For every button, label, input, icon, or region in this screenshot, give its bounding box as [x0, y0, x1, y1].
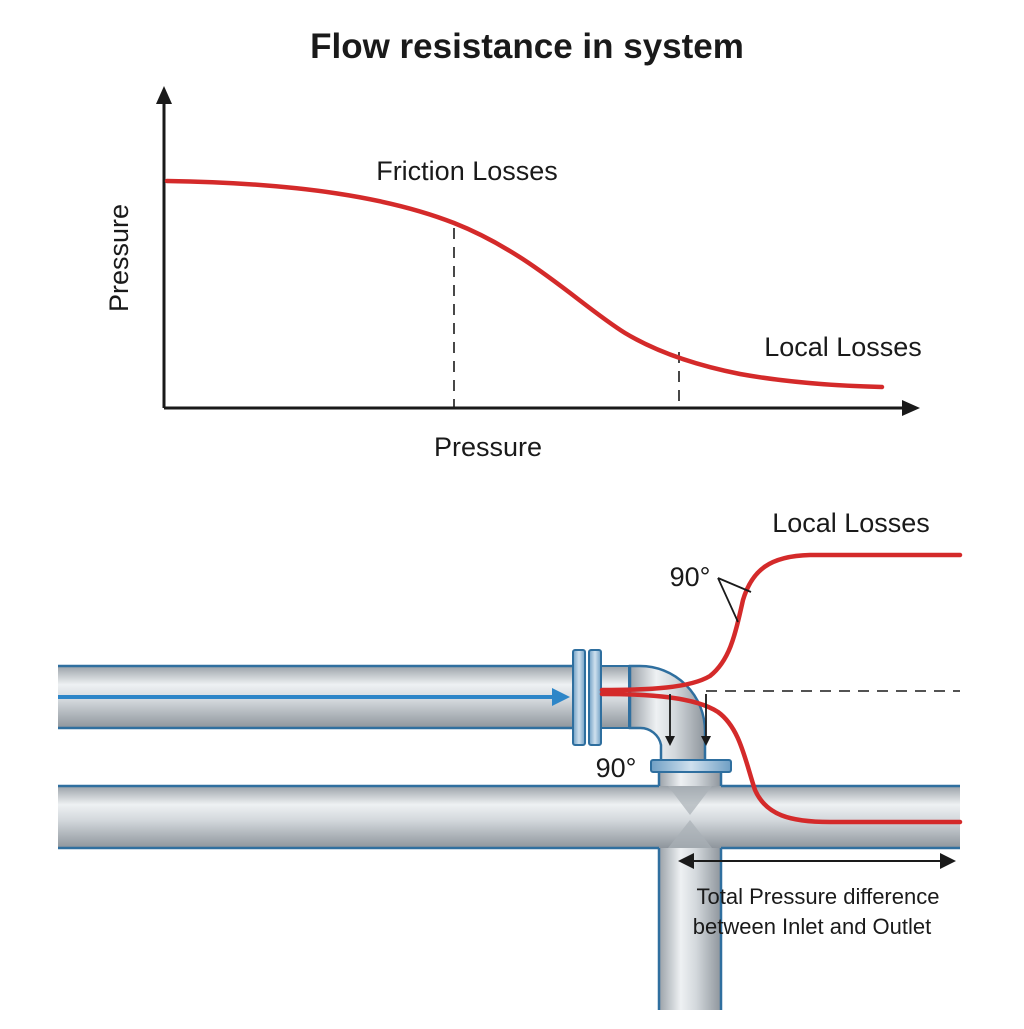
- flow-arrowhead: [552, 688, 570, 706]
- pipe-stub: [599, 665, 633, 729]
- lower-loss-curve: [599, 691, 963, 825]
- pressure-difference-arrow: [678, 853, 956, 869]
- pressure-difference-line1: Total Pressure difference: [697, 884, 940, 909]
- local-losses-label: Local Losses: [772, 508, 930, 538]
- elbow-flange: [650, 759, 732, 773]
- angle-pointer-a: [717, 577, 752, 593]
- y-axis-label: Pressure: [104, 204, 134, 312]
- x-axis-arrowhead: [902, 400, 920, 416]
- angle-label-upper: 90°: [670, 562, 711, 592]
- friction-losses-label: Friction Losses: [376, 156, 558, 186]
- inlet-flange: [572, 649, 602, 746]
- angle-pointer-b: [717, 577, 739, 623]
- upper-loss-curve: [599, 552, 963, 693]
- chart-local-losses-label: Local Losses: [764, 332, 922, 362]
- pipe-diagram: Local Losses 90° 90° Total Pressure diff…: [58, 508, 963, 1010]
- figure-title: Flow resistance in system: [310, 27, 744, 66]
- pressure-curve: [164, 178, 885, 390]
- lower-horizontal-pipe: [58, 784, 960, 850]
- x-axis-label: Pressure: [434, 432, 542, 462]
- y-axis-arrowhead: [156, 86, 172, 104]
- pressure-chart: Friction Losses Local Losses Pressure Pr…: [104, 86, 922, 462]
- angle-label-lower: 90°: [596, 753, 637, 783]
- pressure-difference-line2: between Inlet and Outlet: [693, 914, 932, 939]
- tee-junction: [668, 786, 712, 848]
